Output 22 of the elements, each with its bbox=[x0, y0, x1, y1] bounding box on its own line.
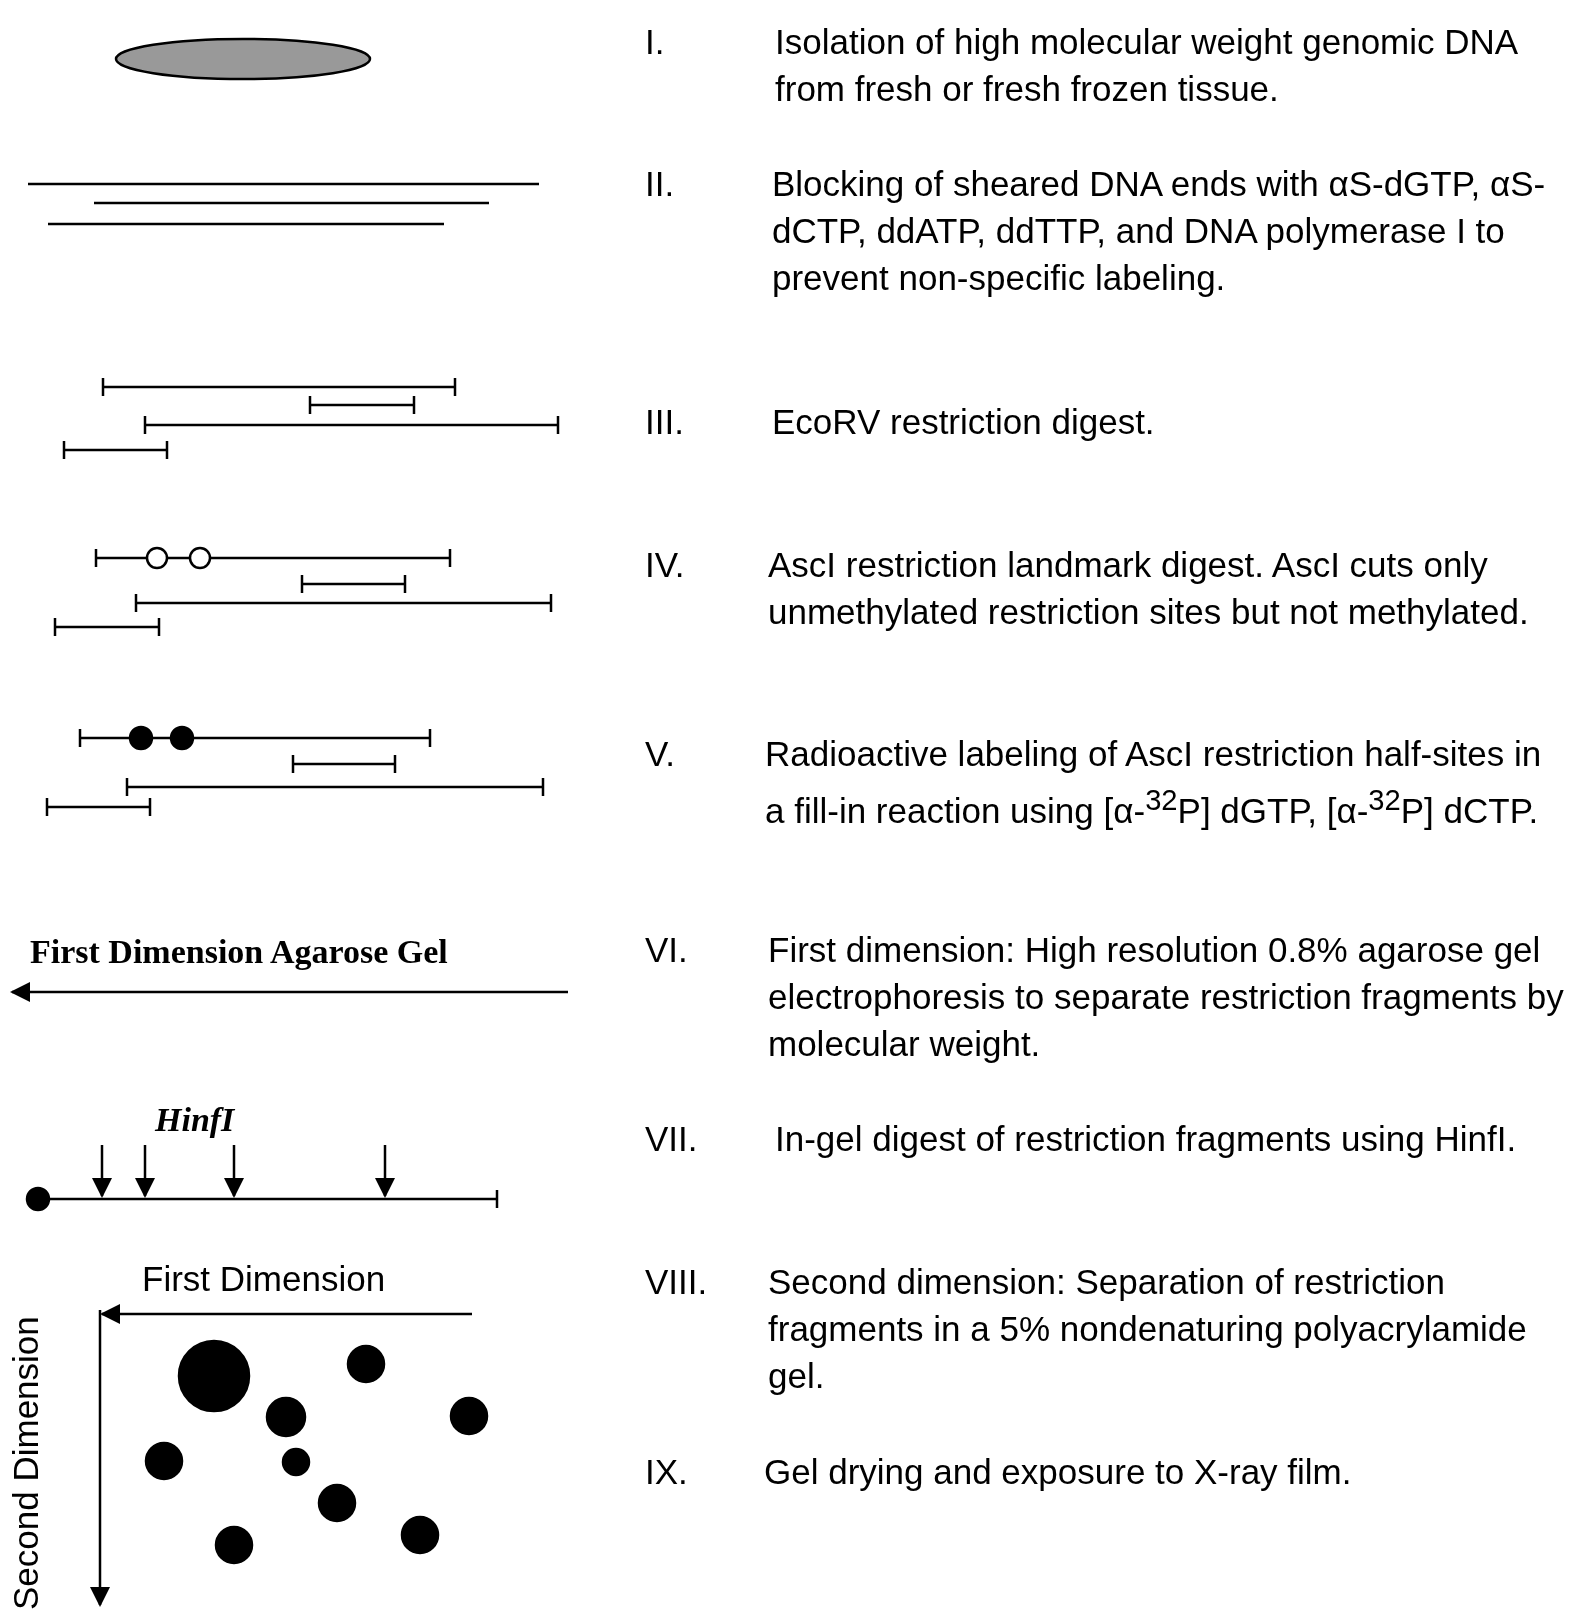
step-number: II. bbox=[645, 163, 675, 205]
step-description: AscI restriction landmark digest. AscI cuts only unmethylated restriction sites but not methylated. bbox=[768, 544, 1530, 633]
step-number: V. bbox=[645, 733, 675, 775]
step-number: I. bbox=[645, 21, 665, 63]
step-number: VIII. bbox=[645, 1261, 708, 1303]
axis-label: First Dimension bbox=[142, 1258, 386, 1300]
step-number: IX. bbox=[645, 1451, 688, 1493]
step-description: First dimension: High resolution 0.8% agarose gel electrophoresis to separate restriction fragments by molecular weight. bbox=[768, 929, 1565, 1065]
step-description: Radioactive labeling of AscI restriction half-sites in a fill-in reaction using [α-$^{32}$P] dGTP, [α-$^{32}$P] dCTP. bbox=[765, 733, 1543, 832]
step-description: Second dimension: Separation of restriction fragments in a 5% nondenaturing polyacrylamide gel. bbox=[768, 1261, 1528, 1397]
step-description: Gel drying and exposure to X-ray film. bbox=[764, 1451, 1353, 1493]
step-description: Isolation of high molecular weight genomic DNA from fresh or fresh frozen tissue. bbox=[775, 21, 1518, 110]
enzyme-label: HinfI bbox=[155, 1100, 235, 1140]
step-number: VII. bbox=[645, 1118, 698, 1160]
axis-label: Second Dimension bbox=[5, 1316, 46, 1610]
step-number: VI. bbox=[645, 929, 688, 971]
step-number: IV. bbox=[645, 544, 685, 586]
step-number: III. bbox=[645, 401, 684, 443]
step-description: In-gel digest of restriction fragments using HinfI. bbox=[775, 1118, 1518, 1160]
gel-label: First Dimension Agarose Gel bbox=[30, 932, 448, 972]
step-description: Blocking of sheared DNA ends with αS-dGTP, αS-dCTP, ddATP, ddTTP, and DNA polymerase I to prevent non-specific labeling. bbox=[772, 163, 1547, 299]
step-description: EcoRV restriction digest. bbox=[772, 401, 1156, 443]
